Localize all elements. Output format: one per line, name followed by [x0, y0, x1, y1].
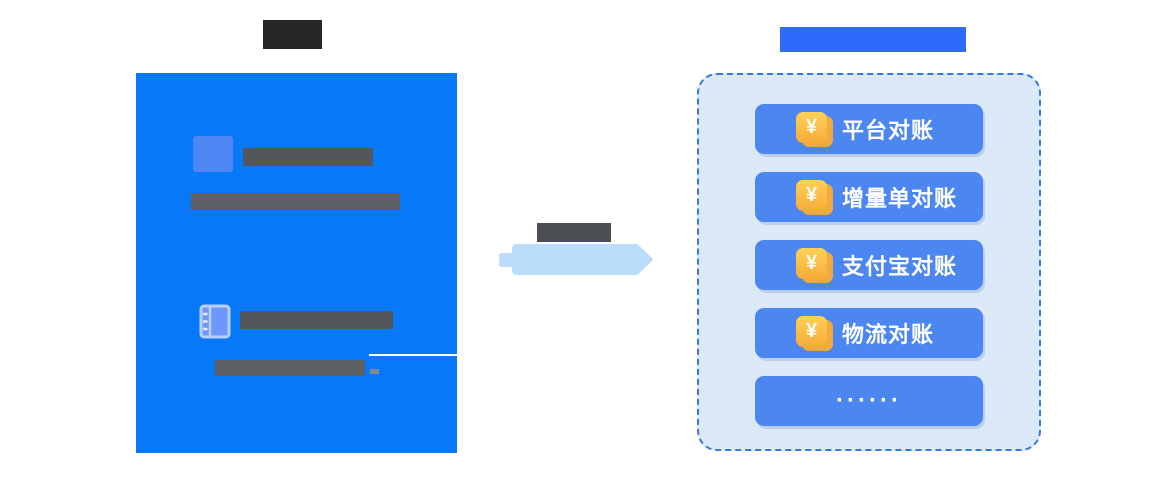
placeholder-text-bar: [191, 193, 400, 210]
placeholder-text-bar: [243, 148, 373, 166]
arrow-label-block: [537, 223, 611, 242]
yen-card-icon: ¥: [796, 247, 833, 283]
reconciliation-panel: ¥ 平台对账 ¥ 增量单对账 ¥ 支付宝对账 ¥ 物流对账 ······: [697, 73, 1041, 451]
ledger-notebook-icon: [199, 304, 231, 339]
button-label: 支付宝对账: [842, 254, 958, 279]
left-panel-title-block: [263, 20, 322, 49]
app-icon: [193, 136, 233, 172]
button-label: 增量单对账: [842, 186, 958, 211]
divider-line: [369, 354, 457, 356]
more-reconciliation-button[interactable]: ······: [755, 376, 983, 426]
alipay-reconciliation-button[interactable]: ¥ 支付宝对账: [755, 240, 983, 290]
button-label: 物流对账: [842, 322, 935, 347]
yen-card-icon: ¥: [796, 179, 833, 215]
placeholder-text-bar: [240, 311, 393, 329]
yen-card-icon: ¥: [796, 315, 833, 351]
yen-card-icon: ¥: [796, 111, 833, 147]
placeholder-dash: [370, 369, 379, 374]
incremental-order-reconciliation-button[interactable]: ¥ 增量单对账: [755, 172, 983, 222]
logistics-reconciliation-button[interactable]: ¥ 物流对账: [755, 308, 983, 358]
placeholder-text-bar: [215, 360, 365, 376]
button-label: 平台对账: [842, 118, 935, 143]
source-platform-panel: [136, 73, 457, 453]
right-panel-title-bar: [780, 27, 966, 52]
flow-right-arrow: [499, 244, 653, 275]
button-label: ······: [836, 387, 902, 414]
platform-reconciliation-button[interactable]: ¥ 平台对账: [755, 104, 983, 154]
